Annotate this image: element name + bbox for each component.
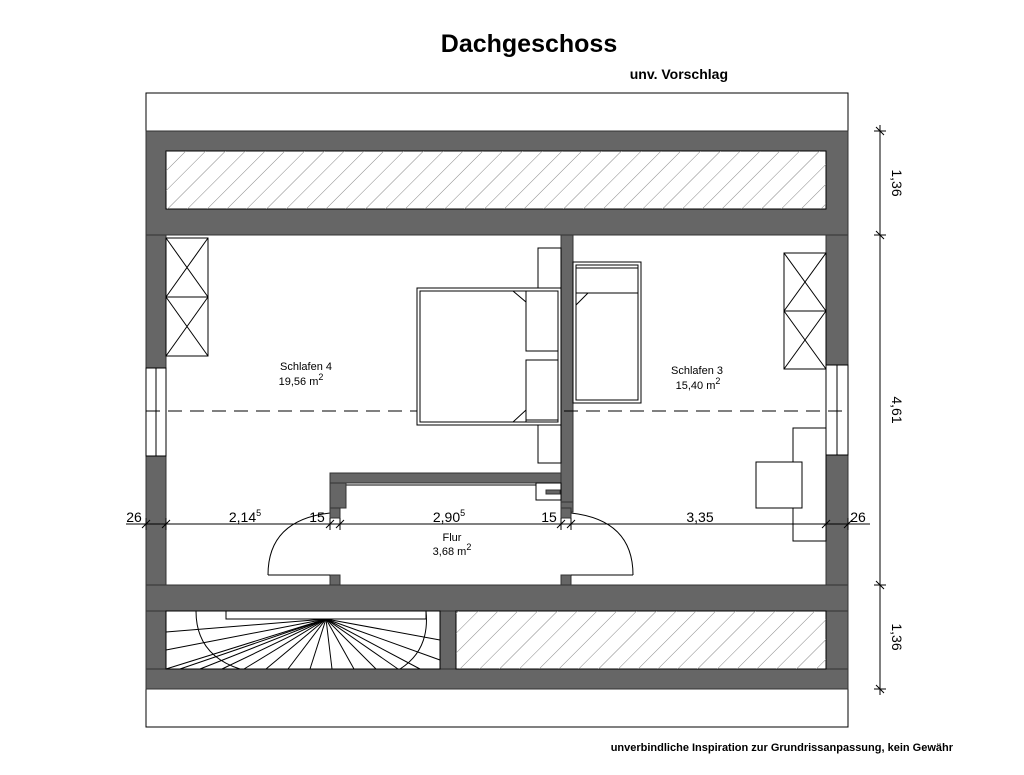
flur-post-right [560,574,572,586]
room-area-schlafen3: 15,40 m2 [676,376,721,392]
dim-middle-height: 4,61 [889,396,905,423]
dim-flur-width: 2,905 [433,508,465,525]
wardrobe-right [783,252,827,370]
vertical-dimension-line [874,125,886,695]
flur-post-left [329,574,341,586]
dim-bottom-height: 1,36 [889,623,905,650]
dim-schlafen3-width: 3,35 [686,509,713,525]
page-title: Dachgeschoss [441,30,617,58]
room-name-schlafen3: Schlafen 3 [671,365,723,377]
bottom-wall-lower [145,668,849,690]
desk [755,427,827,542]
footer-disclaimer: unverbindliche Inspiration zur Grundriss… [611,742,954,754]
room-area-schlafen4: 19,56 m2 [279,372,324,388]
dim-right-wall: 26 [850,509,866,525]
page-subtitle: unv. Vorschlag [630,66,728,82]
single-bed [572,261,642,404]
flur-wall-top [329,472,562,484]
bottom-divider-wall [439,610,457,670]
room-area-flur: 3,68 m2 [433,542,472,558]
bottom-storage-hatch [456,611,826,669]
top-storage-hatch [166,151,826,209]
room-name-schlafen4: Schlafen 4 [280,361,332,373]
dim-left-wall: 26 [126,509,142,525]
horizontal-dimension-line [126,518,870,530]
dim-wall-b: 15 [541,509,557,525]
double-bed [416,247,562,464]
dim-schlafen4-width: 2,145 [229,508,261,525]
partition-wall-vertical [560,234,574,503]
door-schlafen4 [267,507,341,576]
dim-top-height: 1,36 [889,169,905,196]
staircase [165,610,441,670]
door-schlafen3 [560,507,634,576]
room-name-flur: Flur [443,532,462,544]
wardrobe-left [165,237,209,357]
bottom-wall-upper [145,584,849,612]
dim-wall-a: 15 [309,509,325,525]
niche-fill [545,489,561,495]
